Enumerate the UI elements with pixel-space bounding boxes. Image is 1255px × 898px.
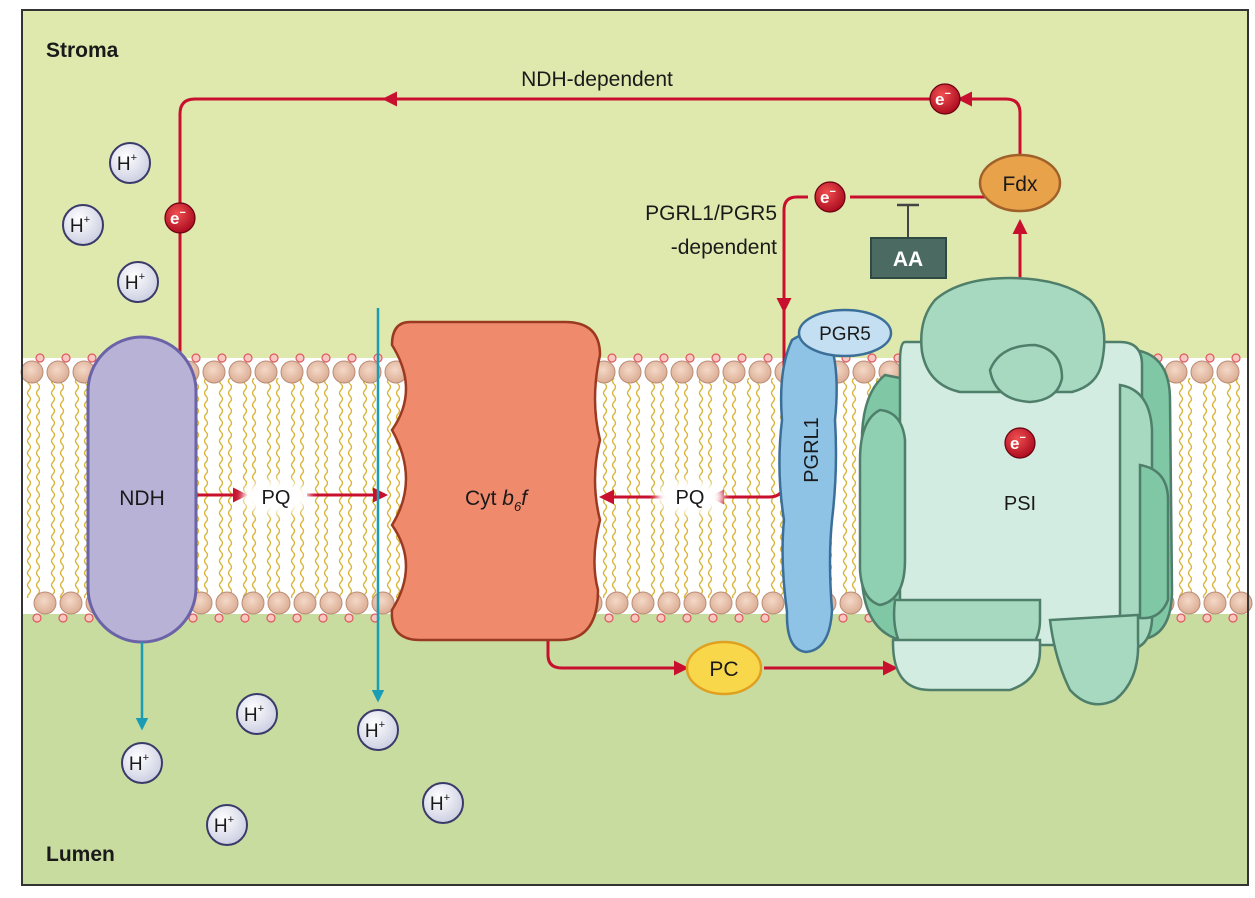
ndh-dependent-label: NDH-dependent [521, 68, 673, 91]
proton-stroma-1: H+ [109, 142, 151, 184]
proton-lumen-1: H+ [236, 693, 278, 735]
proton-stroma-2: H+ [62, 204, 104, 246]
pc-label: PC [709, 658, 738, 681]
proton-lumen-2: H+ [357, 709, 399, 751]
pgrl1-complex: PGRL1 [778, 331, 838, 654]
aa-box [870, 237, 947, 279]
proton-stroma-3: H+ [117, 261, 159, 303]
electron-ndh-left: e− [164, 202, 196, 234]
proton-flow-arrows [135, 308, 385, 731]
cyt-to-pc-path [546, 630, 689, 676]
pq-right: PQ [656, 480, 724, 514]
electron-pgr: e− [814, 181, 846, 213]
aa-inhibition: AA [870, 203, 947, 279]
proton-lumen-4: H+ [422, 782, 464, 824]
proton-lumen-3: H+ [121, 742, 163, 784]
ndh-complex: NDH [86, 335, 198, 644]
psi-complex: PSI [858, 276, 1174, 706]
ndh-label: NDH [119, 487, 165, 510]
pq-right-label: PQ [676, 487, 705, 509]
pq-left-label: PQ [262, 487, 291, 509]
diagram-frame [21, 9, 1249, 886]
fdx-label: Fdx [1002, 173, 1038, 196]
pgr-dependent-label-1: PGRL1/PGR5 [645, 202, 777, 225]
proton-lumen-5: H+ [206, 804, 248, 846]
pgr5-label: PGR5 [819, 324, 871, 345]
pc-protein: PC [685, 640, 763, 696]
pgrl1-label: PGRL1 [801, 417, 823, 483]
pgr-dependent-label-2: -dependent [671, 236, 777, 259]
cyt-b6f-complex: Cyt b6f [390, 320, 602, 642]
electrons: e− e− e− e− [164, 83, 1036, 459]
ndh-dependent-path [957, 91, 1022, 155]
aa-label: AA [893, 248, 923, 271]
fdx-protein: Fdx [978, 153, 1062, 213]
electron-psi: e− [1004, 427, 1036, 459]
stroma-label: Stroma [46, 39, 119, 62]
pq-left: PQ [242, 480, 310, 514]
protons: H+H+H+H+H+H+H+H+ [62, 142, 464, 846]
electron-ndh-top: e− [929, 83, 961, 115]
cyt-b6f-label: Cyt b6f [465, 487, 529, 514]
psi-label: PSI [1004, 493, 1036, 515]
lumen-label: Lumen [46, 843, 115, 866]
pgr5-protein: PGR5 [797, 308, 893, 358]
